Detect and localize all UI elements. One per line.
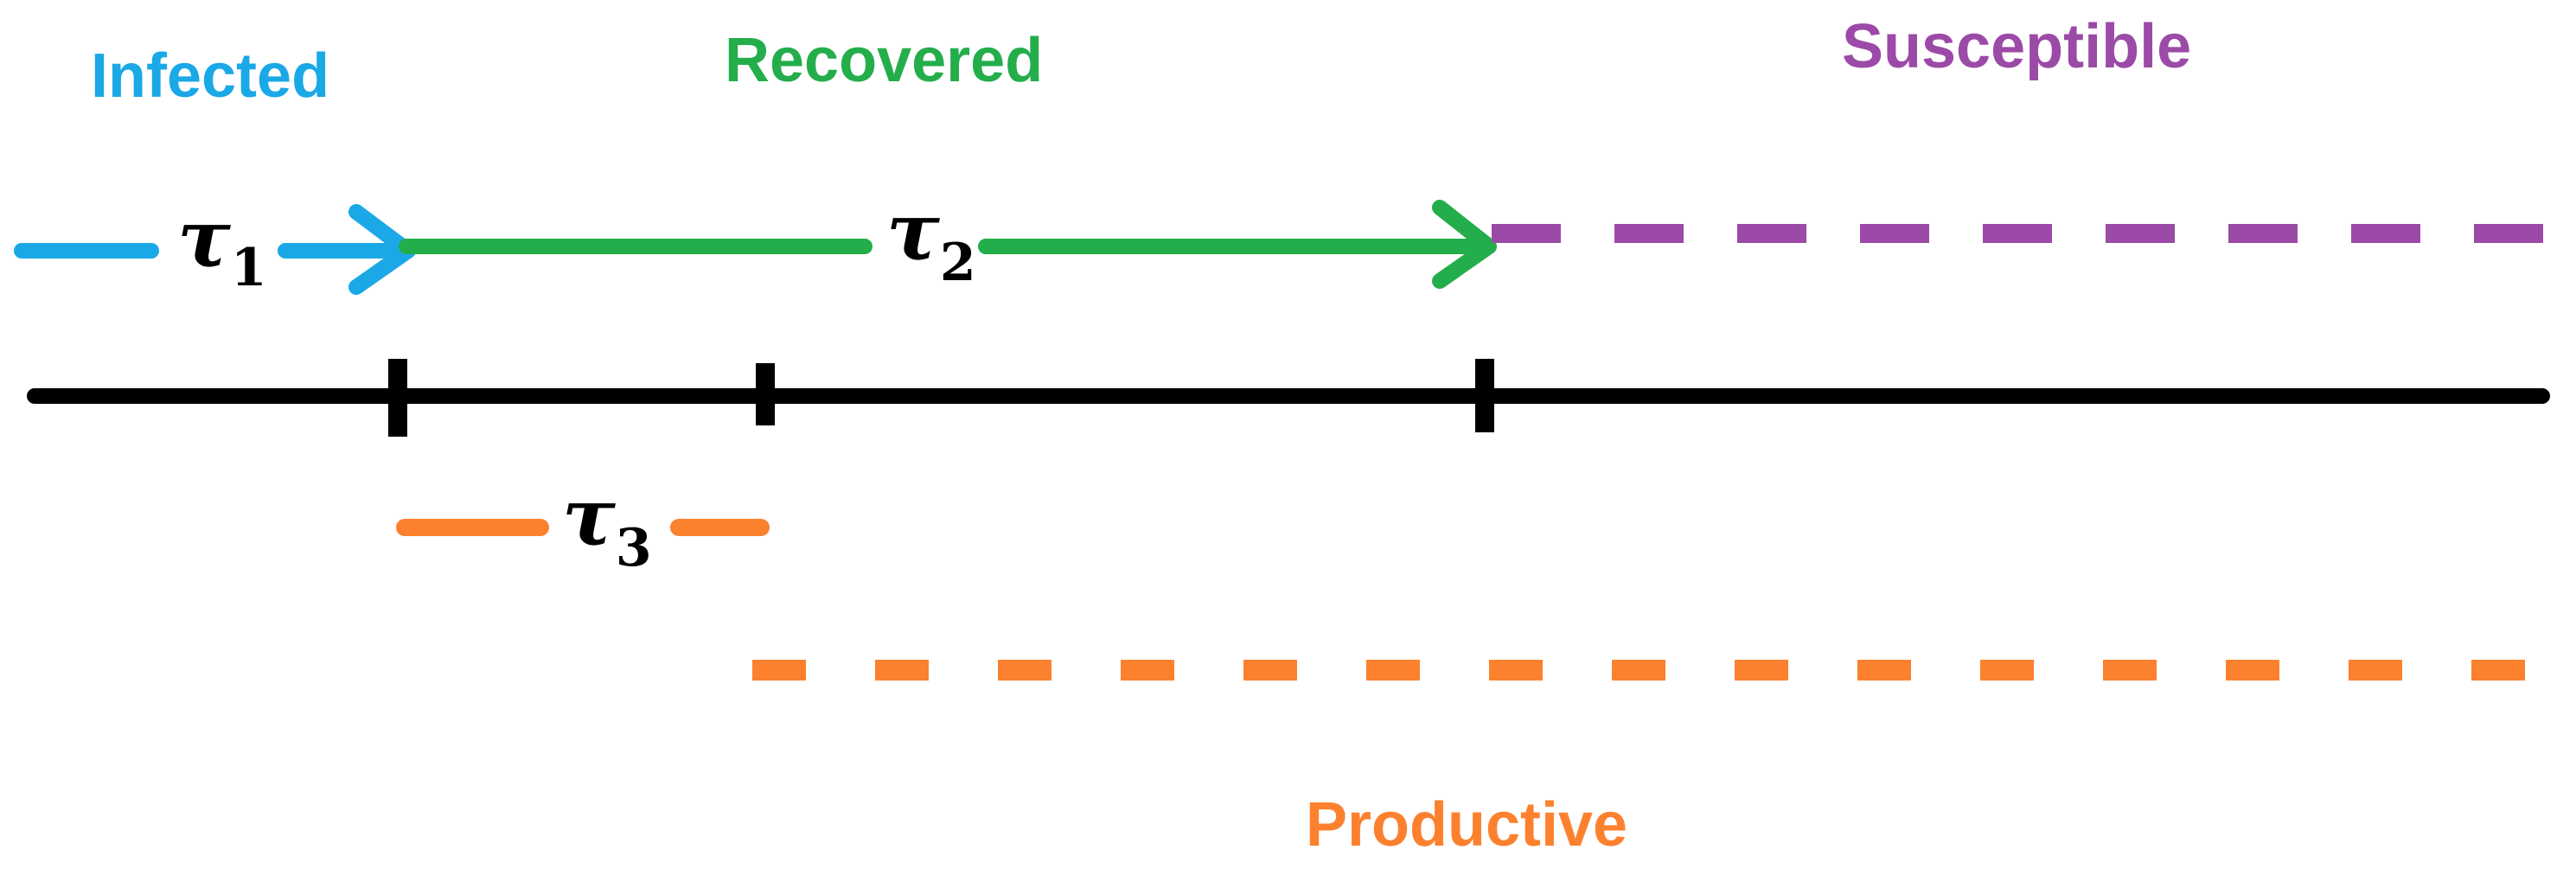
recovered-arrow	[399, 200, 1497, 289]
tau-1-label: τ1	[177, 192, 267, 298]
productive-label: Productive	[1306, 790, 1627, 859]
tau-3-label: τ3	[562, 470, 652, 578]
recovered-label: Recovered	[725, 26, 1043, 95]
susceptible-label: Susceptible	[1842, 12, 2191, 81]
infected-label: Infected	[91, 42, 329, 111]
tau-2-label: τ2	[886, 185, 976, 293]
